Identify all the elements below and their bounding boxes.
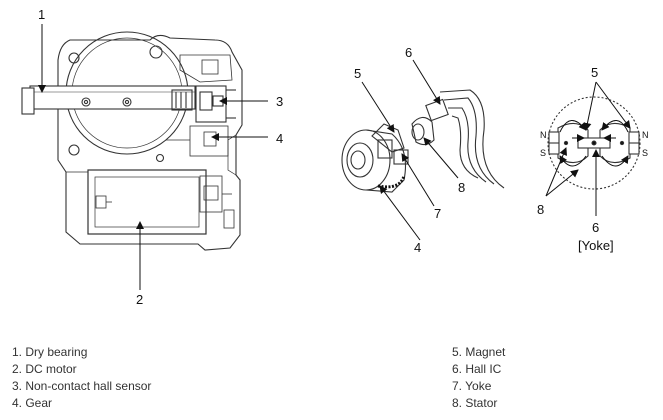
pole-s-right: S <box>642 148 648 158</box>
legend-left: 1. Dry bearing 2. DC motor 3. Non-contac… <box>12 344 151 412</box>
pole-n-left: N <box>540 130 547 140</box>
yoke-flux-drawing <box>547 96 641 190</box>
left-leader-lines <box>38 24 268 290</box>
legend-item-gear: 4. Gear <box>12 396 53 410</box>
pole-s-left: S <box>540 148 546 158</box>
yoke-caption: [Yoke] <box>578 238 614 253</box>
legend-item-magnet: 5. Magnet <box>452 345 506 359</box>
legend-item-hall-sensor: 3. Non-contact hall sensor <box>12 379 152 393</box>
throttle-body-drawing <box>21 31 243 251</box>
legend-item-stator: 8. Stator <box>452 396 498 410</box>
callout-3: 3 <box>276 94 283 109</box>
yoke-callout-hall-ic-6: 6 <box>592 220 599 235</box>
callout-magnet-5: 5 <box>354 66 361 81</box>
yoke-flux-arrows <box>545 81 631 216</box>
legend-item-hall-ic: 6. Hall IC <box>452 362 502 376</box>
callout-gear-4: 4 <box>414 240 421 255</box>
callout-4: 4 <box>276 131 283 146</box>
callout-stator-8: 8 <box>458 180 465 195</box>
component-diagram: 1 3 4 2 5 6 8 7 4 <box>21 7 649 307</box>
legend-right: 5. Magnet 6. Hall IC 7. Yoke 8. Stator <box>452 344 505 412</box>
legend-item-dc-motor: 2. DC motor <box>12 362 77 376</box>
callout-hall-ic-6: 6 <box>405 45 412 60</box>
callout-1: 1 <box>38 7 45 22</box>
gear-sensor-drawing <box>341 89 505 193</box>
legend-item-dry-bearing: 1. Dry bearing <box>12 345 88 359</box>
callout-2: 2 <box>136 292 143 307</box>
middle-leader-lines <box>361 59 459 241</box>
pole-n-right: N <box>642 130 649 140</box>
legend-item-yoke: 7. Yoke <box>452 379 492 393</box>
yoke-callout-stator-8: 8 <box>537 202 544 217</box>
callout-yoke-7: 7 <box>434 206 441 221</box>
yoke-callout-magnet-5: 5 <box>591 65 598 80</box>
